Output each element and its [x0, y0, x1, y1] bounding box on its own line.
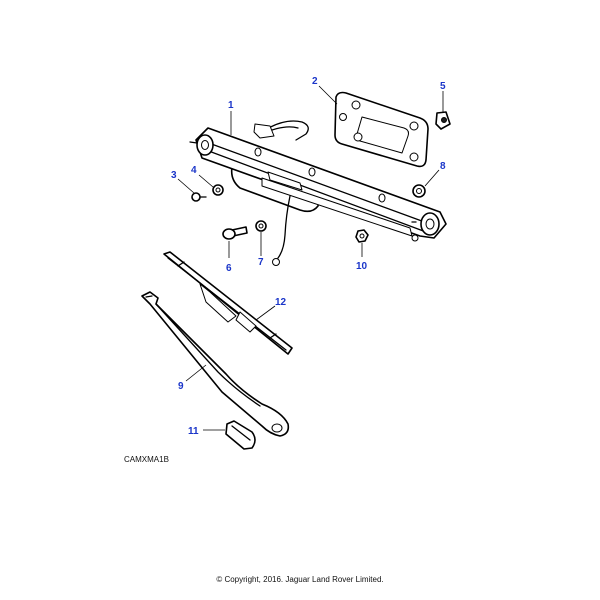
wiper-linkage-assembly-part-1	[189, 120, 447, 266]
clip-nut-part-5	[435, 111, 451, 130]
callout-9: 9	[178, 381, 184, 392]
wiper-arm-part-9	[141, 291, 290, 437]
callout-labels: 1 2 3 4 5 6 7 8 9 10 11 12	[171, 76, 446, 437]
diagram-code: CAMXMA1B	[124, 455, 169, 464]
callout-10: 10	[356, 261, 368, 272]
callout-leader-lines	[177, 85, 444, 431]
arm-cap-part-11	[225, 420, 256, 450]
callout-8: 8	[440, 161, 446, 172]
nut-part-10	[355, 229, 369, 243]
grommet-part-8	[412, 184, 426, 198]
spacer-part-7	[255, 220, 267, 232]
bolt-part-6	[222, 226, 248, 240]
screw-part-3	[191, 192, 207, 202]
copyright-notice: © Copyright, 2016. Jaguar Land Rover Lim…	[216, 575, 384, 584]
callout-7: 7	[258, 257, 264, 268]
callout-2: 2	[312, 76, 318, 87]
callout-4: 4	[191, 165, 197, 176]
callout-6: 6	[226, 263, 232, 274]
mounting-plate-part-2	[334, 91, 429, 168]
wiper-blade-part-12	[163, 251, 293, 355]
callout-5: 5	[440, 81, 446, 92]
washer-part-4	[212, 184, 224, 196]
callout-3: 3	[171, 170, 177, 181]
callout-11: 11	[188, 426, 199, 437]
callout-1: 1	[228, 100, 234, 111]
callout-12: 12	[275, 297, 287, 308]
